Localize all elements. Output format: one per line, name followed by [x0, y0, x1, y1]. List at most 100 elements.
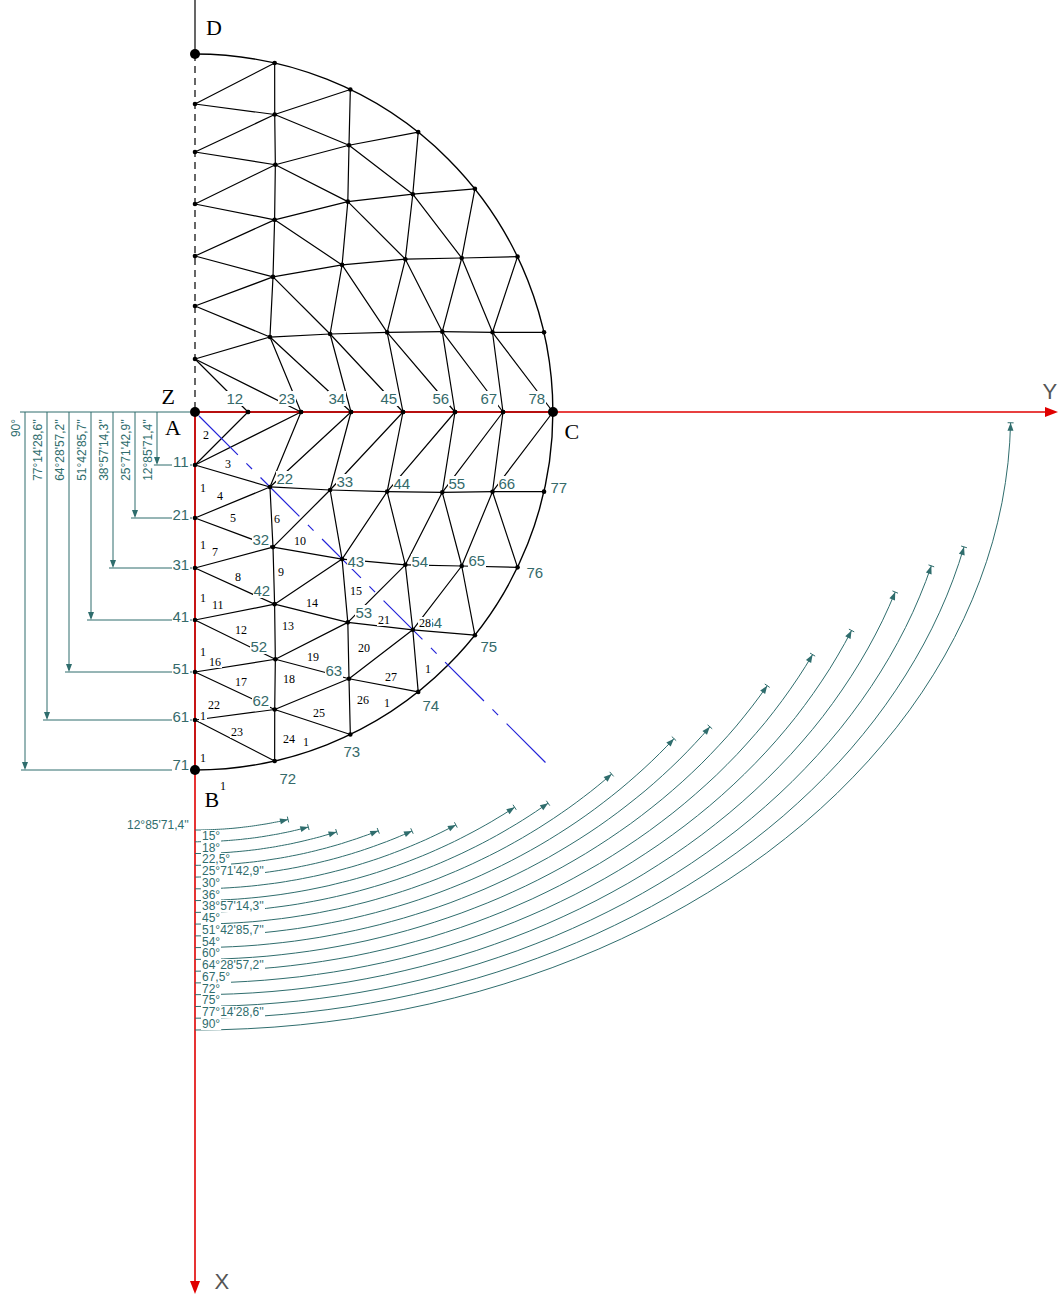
arc-tick: [708, 725, 713, 729]
node-number: 78: [528, 391, 547, 406]
mesh-bar: [270, 412, 301, 487]
element-number: 26: [356, 694, 370, 706]
mesh-bar: [348, 145, 349, 201]
node-dot: [403, 563, 408, 568]
angle-dimension: 25°71'42,9'': [201, 865, 265, 877]
dimension-line: [91, 412, 92, 618]
node-dot: [346, 199, 351, 204]
arrow-head: [370, 831, 379, 837]
mesh-bar: [349, 132, 418, 145]
mesh-bar: [195, 306, 270, 337]
mesh-bar: [405, 565, 412, 630]
node-number: 74: [422, 698, 441, 713]
element-number: 6: [273, 513, 281, 525]
node-dots: [190, 49, 558, 775]
node-dot: [401, 410, 406, 415]
node-number: 41: [172, 609, 191, 624]
element-number: 5: [229, 512, 237, 524]
element-number: 8: [234, 571, 242, 583]
node-dot: [385, 489, 390, 494]
latitude-dimension: 64°28'57,2'': [54, 418, 66, 482]
arrow-head: [845, 630, 851, 638]
element-number: 11: [211, 599, 225, 611]
mesh-bar: [275, 202, 348, 220]
angle-arc: [195, 686, 767, 960]
mesh-bar: [493, 332, 545, 333]
node-dot: [347, 143, 352, 148]
node-dot: [193, 202, 198, 207]
node-number: 11: [172, 454, 190, 469]
mesh-bar: [442, 258, 461, 332]
latitude-dimension: 77°14'28,6'': [32, 418, 44, 482]
angle-dimension: 54°: [201, 936, 221, 948]
node-dot: [193, 618, 198, 623]
node-number: 43: [347, 554, 366, 569]
element-number: 24: [282, 733, 296, 745]
node-dot: [416, 690, 421, 695]
node-dot: [328, 332, 333, 337]
element-number: 1: [199, 592, 207, 604]
arrow-head: [889, 592, 895, 601]
mesh-bar: [462, 258, 493, 332]
mesh-bar: [270, 334, 330, 337]
node-number: 77: [550, 480, 569, 495]
node-dot: [542, 489, 547, 494]
node-number: 62: [252, 693, 271, 708]
key-point: [190, 765, 200, 775]
node-dot: [273, 162, 278, 167]
element-number: 18: [282, 673, 296, 685]
section-line: [199, 416, 548, 765]
key-point: [548, 407, 558, 417]
node-dot: [349, 410, 354, 415]
arrow-head: [604, 774, 612, 782]
angle-arc: [195, 739, 674, 936]
arrow-head: [806, 655, 813, 663]
mesh-bar: [442, 412, 503, 492]
node-dot: [272, 602, 277, 607]
arc-tick: [454, 822, 457, 827]
node-number: 32: [252, 532, 271, 547]
point-letter: C: [564, 421, 581, 443]
mesh-bar: [342, 202, 348, 265]
node-dot: [385, 330, 390, 335]
mesh-bar: [330, 332, 387, 334]
arc-tick: [377, 828, 379, 834]
mesh-bar: [275, 114, 349, 145]
mesh-bar: [413, 566, 462, 630]
node-dot: [272, 218, 277, 223]
node-number: 65: [468, 553, 487, 568]
arrow-head: [540, 803, 548, 810]
angle-dimension: 67,5°: [201, 971, 231, 983]
mesh-bar: [349, 145, 413, 194]
mesh-bar: [195, 337, 270, 359]
node-dot: [193, 102, 198, 107]
element-number: 1: [199, 482, 207, 494]
mesh-bar: [195, 165, 275, 204]
angle-dimension: 60°: [201, 947, 221, 959]
mesh-bar: [195, 104, 275, 114]
node-dot: [459, 256, 464, 261]
node-dot: [271, 275, 276, 280]
element-number: 7: [211, 546, 219, 558]
mesh-bar: [195, 359, 301, 412]
mesh-bar: [273, 547, 275, 604]
latitude-dimension: 12°85'71,4'': [142, 418, 154, 482]
mesh-bar: [442, 332, 503, 412]
node-number: 53: [355, 605, 374, 620]
node-dot: [299, 410, 304, 415]
node-number: 22: [276, 471, 295, 486]
element-number: 14: [305, 597, 319, 609]
mesh-bar: [348, 194, 413, 201]
mesh-bar: [349, 89, 350, 145]
angle-dimension: 15°: [201, 830, 221, 842]
mesh-bar: [274, 710, 275, 762]
mesh-bar: [273, 277, 330, 334]
node-dot: [473, 633, 478, 638]
arc-tick: [849, 629, 854, 632]
arrow-head: [44, 712, 50, 720]
node-dot: [271, 545, 276, 550]
mesh-bar: [493, 491, 545, 492]
element-number: 1: [302, 736, 310, 748]
angle-dimension: 51°42'85,7'': [201, 924, 265, 936]
node-dot: [272, 61, 277, 66]
